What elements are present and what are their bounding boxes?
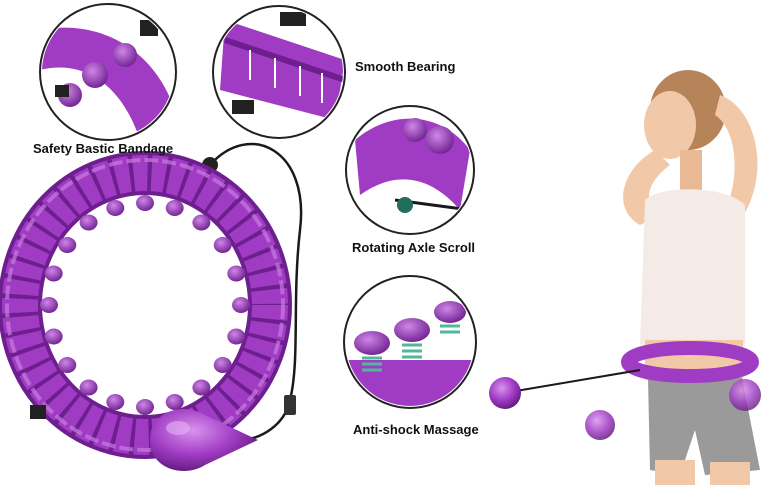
massage-knob xyxy=(79,379,98,396)
massage-knob xyxy=(165,200,184,216)
model-illustration xyxy=(489,70,761,485)
massage-knob xyxy=(227,328,246,345)
hoop-clip xyxy=(30,405,46,419)
massage-knobs xyxy=(40,195,250,415)
detail-safety-bandage xyxy=(39,3,177,141)
massage-knob xyxy=(106,394,125,410)
worn-hoop xyxy=(621,341,759,383)
massage-knob xyxy=(44,265,63,282)
detail-anti-shock-massage xyxy=(343,275,477,409)
massage-knob xyxy=(213,357,232,373)
detail-smooth-bearing xyxy=(212,5,346,139)
massage-knob xyxy=(79,214,98,231)
massage-knob xyxy=(58,237,77,253)
massage-knob xyxy=(192,214,211,231)
label-safety-bandage: Safety Bastic Bandage xyxy=(33,141,174,156)
detail-rotating-axle xyxy=(345,105,475,235)
massage-knob xyxy=(213,237,232,253)
weight-cord xyxy=(209,142,303,442)
massage-knob xyxy=(192,379,211,396)
label-rotating-axle: Rotating Axle Scroll xyxy=(352,240,476,255)
label-smooth-bearing: Smooth Bearing xyxy=(355,59,456,74)
massage-knob xyxy=(106,200,125,216)
massage-knob xyxy=(58,357,77,373)
massage-knob xyxy=(136,399,154,415)
label-anti-shock-massage: Anti-shock Massage xyxy=(353,422,479,437)
massage-knob xyxy=(40,297,58,313)
massage-knob xyxy=(232,297,250,313)
massage-knob xyxy=(136,195,154,211)
massage-knob xyxy=(227,265,246,282)
massage-knob xyxy=(165,394,184,410)
massage-knob xyxy=(44,328,63,345)
flying-ball xyxy=(489,377,521,409)
